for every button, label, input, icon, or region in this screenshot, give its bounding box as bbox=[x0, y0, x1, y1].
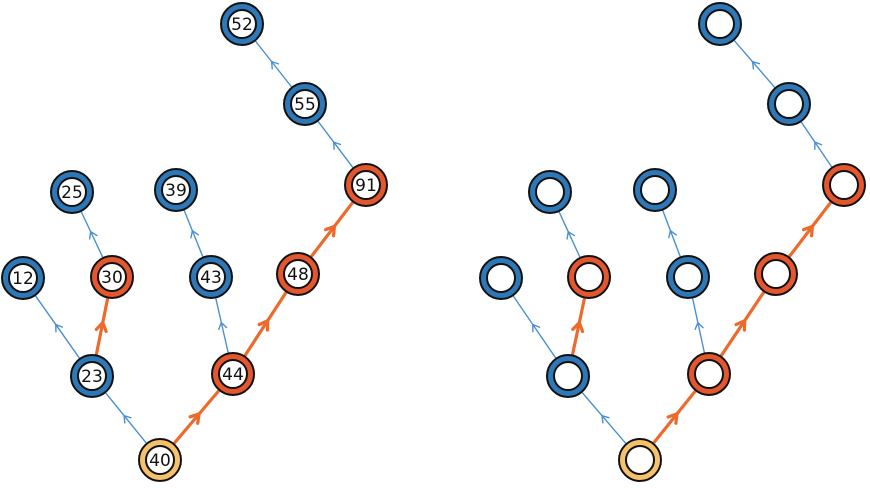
tree-node: 25 bbox=[50, 170, 94, 214]
tree-node: 44 bbox=[211, 352, 255, 396]
edge-arrowhead bbox=[55, 323, 64, 333]
tree-node: 12 bbox=[1, 256, 45, 300]
path-edge bbox=[651, 388, 698, 446]
edge-arrowhead bbox=[188, 412, 201, 425]
path-edge bbox=[787, 200, 833, 259]
tree-edge bbox=[512, 294, 557, 360]
tree-node bbox=[618, 438, 662, 482]
path-edge bbox=[171, 388, 222, 446]
edge-arrowhead bbox=[571, 320, 585, 334]
tree-edge bbox=[661, 208, 682, 259]
edge-arrowhead bbox=[751, 61, 761, 70]
unlabeled-tree bbox=[512, 39, 833, 446]
tree-edge bbox=[34, 294, 81, 360]
tree-edge bbox=[558, 210, 581, 259]
edge-arrowhead bbox=[94, 320, 108, 334]
node-label: 23 bbox=[81, 367, 103, 387]
edge-arrowhead bbox=[734, 319, 747, 332]
path-edge bbox=[242, 290, 289, 358]
nodes-layer: 40 23 44 12 30 25 43 39 48 91 55 52 bbox=[1, 2, 866, 482]
tree-node bbox=[822, 163, 866, 207]
node-label: 12 bbox=[12, 269, 34, 289]
edge-arrowhead bbox=[694, 321, 704, 330]
tree-node: 48 bbox=[276, 252, 320, 296]
tree-edge bbox=[800, 120, 833, 169]
tree-node bbox=[666, 255, 710, 299]
tree-node bbox=[479, 256, 523, 300]
edge-arrowhead bbox=[801, 224, 815, 238]
node-label: 39 bbox=[165, 181, 187, 201]
node-label: 91 bbox=[355, 176, 377, 196]
edge-arrowhead bbox=[190, 230, 200, 239]
tree-edge bbox=[183, 208, 204, 259]
tree-edge bbox=[733, 39, 776, 89]
node-label: 25 bbox=[61, 183, 83, 203]
labeled-tree-nodes: 40 23 44 12 30 25 43 39 48 91 55 52 bbox=[1, 2, 388, 482]
path-edge bbox=[309, 200, 355, 259]
edges-layer bbox=[34, 39, 833, 446]
node-label: 52 bbox=[231, 15, 253, 35]
edge-arrowhead bbox=[566, 231, 576, 240]
tree-node: 43 bbox=[189, 255, 233, 299]
edge-arrowhead bbox=[257, 319, 270, 332]
tree-node: 52 bbox=[220, 2, 264, 46]
tree-node: 30 bbox=[90, 255, 134, 299]
tree-edge bbox=[580, 391, 628, 445]
node-label: 40 bbox=[149, 451, 171, 471]
edge-arrowhead bbox=[668, 229, 678, 239]
tree-edge bbox=[254, 39, 293, 89]
node-label: 44 bbox=[222, 365, 244, 385]
tree-edge bbox=[691, 296, 706, 355]
edge-arrowhead bbox=[532, 323, 541, 333]
tree-edge bbox=[214, 296, 230, 355]
node-label: 48 bbox=[287, 265, 309, 285]
edge-arrowhead bbox=[666, 412, 679, 425]
tree-node: 23 bbox=[70, 354, 114, 398]
tree-edge bbox=[316, 120, 355, 169]
edge-arrowhead bbox=[814, 141, 823, 150]
tree-node bbox=[546, 354, 590, 398]
path-edge bbox=[719, 289, 766, 359]
tree-node bbox=[687, 352, 731, 396]
node-label: 43 bbox=[200, 268, 222, 288]
tree-node bbox=[633, 168, 677, 212]
path-edge bbox=[570, 295, 587, 358]
tree-node: 91 bbox=[344, 163, 388, 207]
edge-arrowhead bbox=[332, 141, 342, 151]
tree-node bbox=[528, 170, 572, 214]
edge-arrowhead bbox=[88, 231, 98, 240]
node-label: 55 bbox=[294, 95, 316, 115]
tree-node bbox=[754, 252, 798, 296]
tree-node bbox=[767, 82, 811, 126]
tree-node bbox=[567, 255, 611, 299]
tree-node: 55 bbox=[283, 82, 327, 126]
node-label: 30 bbox=[101, 268, 123, 288]
unlabeled-tree-nodes bbox=[479, 2, 866, 482]
edge-arrowhead bbox=[218, 321, 228, 331]
tree-edge bbox=[80, 210, 104, 259]
tree-edge bbox=[104, 391, 148, 445]
edge-arrowhead bbox=[601, 415, 610, 424]
tree-node: 40 bbox=[138, 438, 182, 482]
edge-arrowhead bbox=[123, 414, 132, 424]
tree-node bbox=[698, 2, 742, 46]
tree-node: 39 bbox=[154, 168, 198, 212]
labeled-tree bbox=[34, 39, 355, 446]
edge-arrowhead bbox=[323, 224, 337, 238]
path-edge bbox=[94, 295, 110, 358]
edge-arrowhead bbox=[270, 60, 280, 70]
